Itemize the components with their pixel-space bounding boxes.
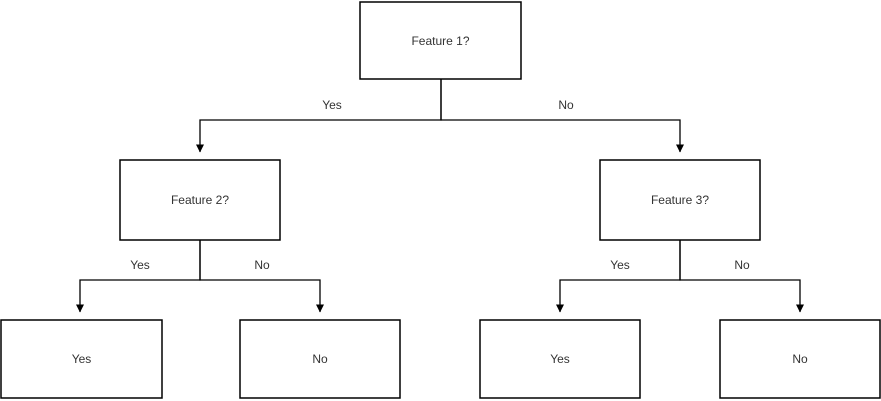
edge-feature2-to-leaf-yes xyxy=(76,240,201,313)
node-feature-2-label: Feature 2? xyxy=(171,193,229,207)
node-feature-2-box xyxy=(119,159,281,241)
edge-label-feature3-yes: Yes xyxy=(610,258,630,272)
leaf-right-no-box xyxy=(719,319,881,399)
leaf-left-no-label: No xyxy=(312,352,328,366)
node-feature-3: Feature 3? xyxy=(599,159,761,241)
edge-feature2-to-leaf-no xyxy=(199,240,324,313)
edge-label-feature2-no: No xyxy=(254,258,270,272)
edge-feature3-to-leaf-no xyxy=(679,240,804,313)
leaf-left-yes: Yes xyxy=(0,319,163,399)
edge-root-to-feature3 xyxy=(440,79,684,153)
edge-feature3-to-leaf-yes xyxy=(556,240,681,313)
edge-label-root-yes: Yes xyxy=(322,98,342,112)
edge-root-to-feature2 xyxy=(196,79,442,153)
node-feature-1-label: Feature 1? xyxy=(411,34,469,48)
node-feature-2: Feature 2? xyxy=(119,159,281,241)
leaf-left-no: No xyxy=(239,319,401,399)
edge-label-feature2-yes: Yes xyxy=(130,258,150,272)
leaf-left-no-box xyxy=(239,319,401,399)
leaf-right-yes: Yes xyxy=(479,319,641,399)
leaf-right-yes-label: Yes xyxy=(550,352,570,366)
node-feature-3-label: Feature 3? xyxy=(651,193,709,207)
node-feature-1: Feature 1? xyxy=(359,1,522,80)
edge-label-root-no: No xyxy=(558,98,574,112)
leaf-right-no-label: No xyxy=(792,352,808,366)
node-feature-1-box xyxy=(359,1,522,80)
leaf-left-yes-box xyxy=(0,319,163,399)
leaf-right-yes-box xyxy=(479,319,641,399)
node-feature-3-box xyxy=(599,159,761,241)
leaf-left-yes-label: Yes xyxy=(72,352,92,366)
leaf-right-no: No xyxy=(719,319,881,399)
edge-label-feature3-no: No xyxy=(734,258,750,272)
